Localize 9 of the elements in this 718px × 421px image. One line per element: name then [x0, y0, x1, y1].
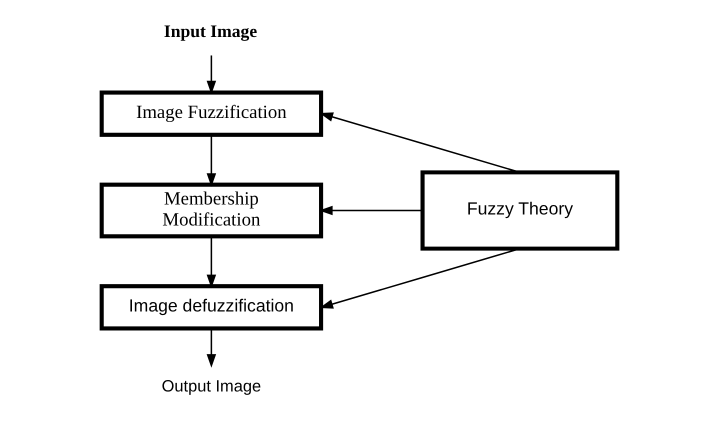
arrow: [206, 328, 216, 368]
node-box: Image defuzzification: [99, 284, 323, 330]
node-text: Output Image: [161, 377, 261, 396]
node-box: Fuzzy Theory: [420, 170, 619, 251]
node-box: Image Fuzzification: [99, 90, 323, 137]
node-box: Membership Modification: [99, 182, 323, 238]
arrow: [206, 134, 216, 187]
arrow: [206, 236, 216, 288]
node-text: Input Image: [163, 20, 257, 41]
